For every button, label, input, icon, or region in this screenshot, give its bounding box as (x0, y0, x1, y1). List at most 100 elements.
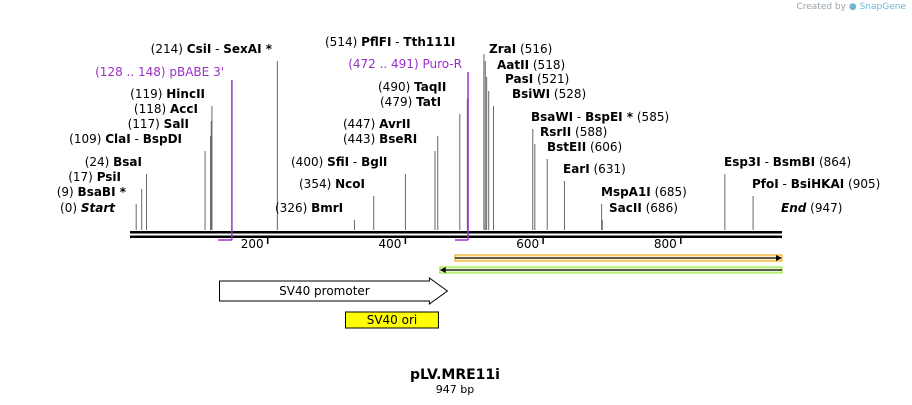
primer-name: Puro-R (422, 57, 462, 71)
site-label: (443) BseRI (343, 132, 417, 146)
site-position: (518) (529, 58, 565, 72)
primer-label: (128 .. 148) pBABE 3' (95, 65, 224, 79)
site-label: ZraI (516) (489, 42, 552, 56)
site-position: (214) (151, 42, 187, 56)
site-enzyme-name: PsiI (97, 170, 121, 184)
site-ncoi: (354) NcoI (299, 177, 375, 230)
site-position: (17) (68, 170, 96, 184)
site-enzyme-name: ZraI (489, 42, 516, 56)
site-label: (354) NcoI (299, 177, 365, 191)
site-bsawi: BsaWI - BspEI * (585) (531, 110, 669, 230)
site-label: MspA1I (685) (601, 185, 687, 199)
site-label: (9) BsaBI * (57, 185, 127, 199)
site-mspa1i: MspA1I (685) (601, 185, 687, 230)
site-label: PasI (521) (505, 72, 569, 86)
site-enzyme-name: ClaI (105, 132, 130, 146)
site-position: (400) (291, 155, 327, 169)
site-position: (443) (343, 132, 379, 146)
primer-name: pBABE 3' (169, 65, 224, 79)
site-position: (514) (325, 35, 361, 49)
feature-arrow-shape (219, 277, 449, 305)
site-label: BstEII (606) (547, 140, 622, 154)
site-bsiwi: BsiWI (528) (493, 87, 586, 230)
site-enzyme-name: Esp3I (724, 155, 761, 169)
backbone-bottom-strand (130, 235, 782, 238)
feature-label: SV40 promoter (279, 284, 370, 298)
primer-puror: (472 .. 491) Puro-R (348, 57, 469, 241)
primer-pbabe3: (128 .. 148) pBABE 3' (95, 65, 233, 241)
plasmid-name: pLV.MRE11i (410, 367, 500, 383)
site-bseri: (443) BseRI (343, 132, 436, 230)
axis-tick-label: 600 (516, 237, 539, 251)
site-psii: (17) PsiI (68, 170, 143, 230)
site-enzyme-name: SfiI (327, 155, 349, 169)
primer-range: (472 .. 491) (348, 57, 422, 71)
snapgene-logo-icon: ● (848, 2, 857, 12)
site-enzyme-name: BsiWI (512, 87, 550, 101)
site-bsteii: BstEII (606) (546, 140, 622, 230)
site-label: (447) AvrII (343, 117, 411, 131)
primers: (128 .. 148) pBABE 3' (472 .. 491) Puro-R (95, 57, 469, 241)
site-enzyme-name: CsiI (187, 42, 212, 56)
site-enzyme-name: AatII (497, 58, 529, 72)
site-csii: (214) CsiI - SexAI * (151, 42, 278, 230)
site-enzyme-name: AvrII (379, 117, 411, 131)
site-position: (585) (633, 110, 669, 124)
site-label: Esp3I - BsmBI (864) (724, 155, 851, 169)
site-avrii: (447) AvrII (343, 117, 439, 230)
site-label: (514) PflFI - Tth111I (325, 35, 455, 49)
site-label: BsiWI (528) (512, 87, 586, 101)
site-label: BsaWI - BspEI * (585) (531, 110, 669, 124)
site-bsabi: (9) BsaBI * (57, 185, 137, 230)
site-enzyme-name: PasI (505, 72, 533, 86)
site-enzyme-name: EarI (563, 162, 590, 176)
site-separator: - (131, 132, 143, 146)
restriction-sites: (0) Start(9) BsaBI *(17) PsiI(24) BsaI(1… (57, 35, 880, 230)
primer-label: (472 .. 491) Puro-R (348, 57, 462, 71)
feature-label: SV40 ori (367, 313, 418, 327)
site-position: (516) (516, 42, 552, 56)
feature-box-shape (344, 311, 439, 329)
site-label: (490) TaqII (378, 80, 446, 94)
site-label: (109) ClaI - BspDI (69, 132, 182, 146)
axis-tick-label: 800 (654, 237, 677, 251)
site-eari: EarI (631) (563, 162, 626, 230)
site-sfii: (400) SfiI - BglI (291, 155, 406, 230)
feature-sv40-promoter: SV40 promoter (219, 277, 449, 305)
plasmid-length: 947 bp (436, 383, 474, 396)
credit-brand: SnapGene (859, 2, 906, 12)
site-enzyme-name: PflFI (361, 35, 391, 49)
site-label: (117) SalI (128, 117, 189, 131)
site-position: (528) (550, 87, 586, 101)
site-position: (521) (533, 72, 569, 86)
feature-green-arrow (439, 266, 783, 274)
feature-orange-arrow (454, 254, 783, 262)
site-label: RsrII (588) (540, 125, 607, 139)
site-enzyme-name: TaqII (414, 80, 446, 94)
site-separator: - (761, 155, 773, 169)
site-acci: (118) AccI (134, 102, 212, 230)
site-alt-enzyme: BspEI * (585, 110, 634, 124)
site-position: (588) (571, 125, 607, 139)
site-label: End (947) (781, 201, 842, 215)
site-enzyme-name: RsrII (540, 125, 571, 139)
site-position: (24) (85, 155, 113, 169)
site-label: (479) TatI (380, 95, 441, 109)
site-enzyme-name: BsaI (113, 155, 142, 169)
site-esp3i: Esp3I - BsmBI (864) (724, 155, 851, 230)
site-enzyme-name: BmrI (311, 201, 343, 215)
site-separator: - (349, 155, 361, 169)
site-alt-enzyme: BspDI (143, 132, 182, 146)
site-label: (326) BmrI (275, 201, 343, 215)
site-position: (9) (57, 185, 78, 199)
site-enzyme-name: TatI (416, 95, 441, 109)
site-position: (864) (815, 155, 851, 169)
site-position: (119) (130, 87, 166, 101)
site-enzyme-name: NcoI (335, 177, 365, 191)
site-enzyme-name: BsaBI * (78, 185, 127, 199)
site-label: (17) PsiI (68, 170, 121, 184)
site-position: (117) (128, 117, 164, 131)
site-label: (24) BsaI (85, 155, 142, 169)
